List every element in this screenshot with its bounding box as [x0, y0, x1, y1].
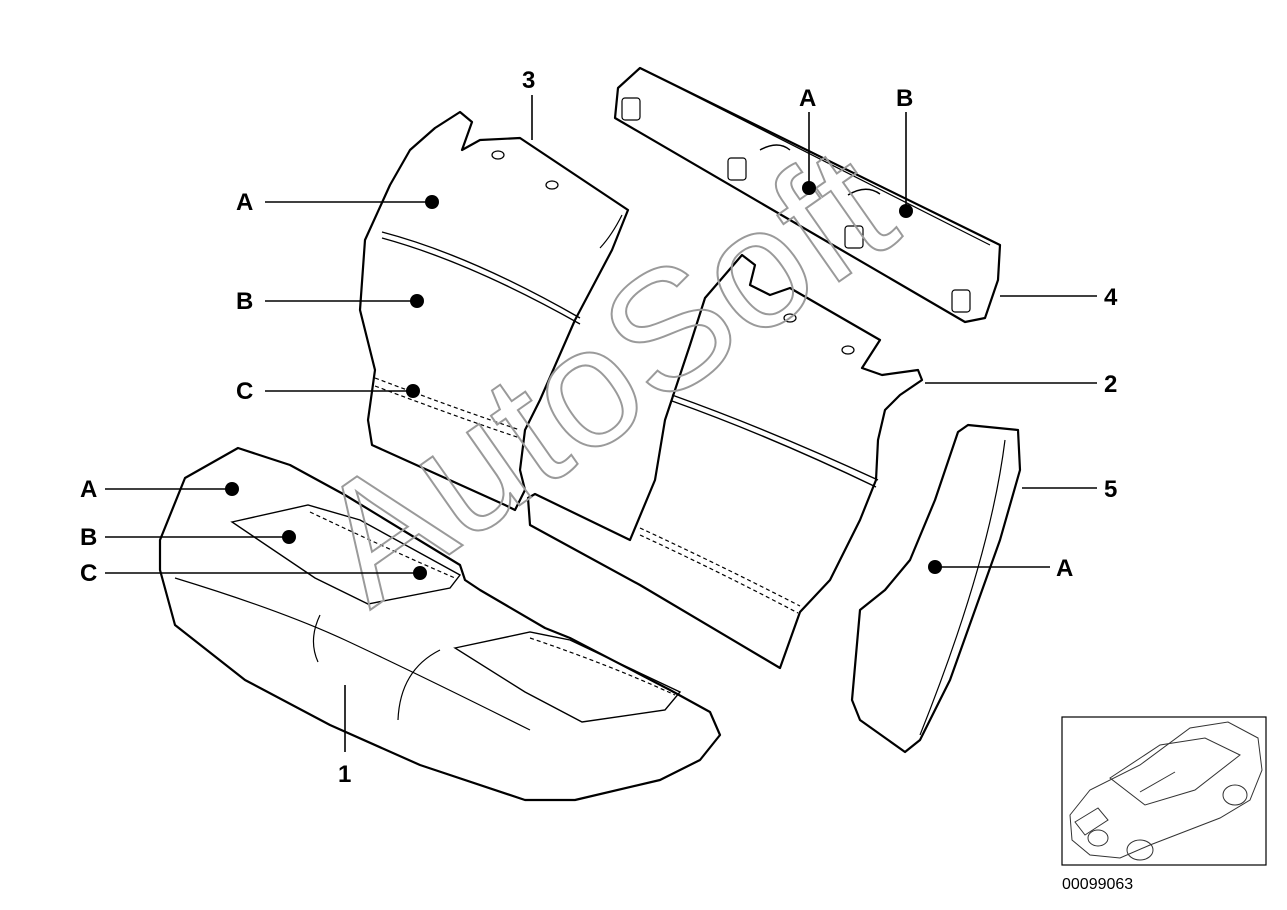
- callout-4: 4: [1000, 284, 1118, 311]
- callout-3: 3: [522, 67, 535, 140]
- callout-cushion-a: A: [80, 476, 239, 503]
- callout-cushion-c: C: [80, 560, 427, 587]
- callout-side-a: A: [928, 555, 1073, 582]
- callout-label-armrest-a: A: [799, 85, 816, 112]
- vehicle-inset: [1061, 716, 1267, 866]
- callout-label-2: 2: [1104, 371, 1117, 398]
- seat-cushion-cover: [158, 446, 722, 802]
- callout-label-backrest-left-b: B: [236, 288, 253, 315]
- callout-label-cushion-a: A: [80, 476, 97, 503]
- armrest-cover: [613, 66, 1002, 324]
- callout-label-armrest-b: B: [896, 85, 913, 112]
- callout-label-cushion-c: C: [80, 560, 97, 587]
- callout-label-backrest-left-c: C: [236, 378, 253, 405]
- callout-label-cushion-b: B: [80, 524, 97, 551]
- callout-5: 5: [1022, 476, 1117, 503]
- car-outline-icon: [1069, 721, 1263, 859]
- image-code: 00099063: [1062, 876, 1133, 893]
- callout-backrest-left-c: C: [236, 378, 420, 405]
- callout-label-3: 3: [522, 67, 535, 94]
- callout-armrest-a: A: [799, 85, 816, 195]
- side-bolster-cover: [850, 423, 1022, 754]
- right-backrest-cover: [526, 253, 924, 670]
- callout-backrest-left-b: B: [236, 288, 424, 315]
- callout-label-4: 4: [1104, 284, 1118, 311]
- callout-label-backrest-left-a: A: [236, 189, 253, 216]
- callout-label-5: 5: [1104, 476, 1117, 503]
- callout-2: 2: [925, 371, 1117, 398]
- callout-armrest-b: B: [896, 85, 913, 218]
- callout-label-side-a: A: [1056, 555, 1073, 582]
- callout-backrest-left-a: A: [236, 189, 439, 216]
- left-backrest-cover: [358, 110, 630, 512]
- callout-cushion-b: B: [80, 524, 296, 551]
- callout-1: 1: [338, 685, 351, 788]
- callout-label-1: 1: [338, 761, 351, 788]
